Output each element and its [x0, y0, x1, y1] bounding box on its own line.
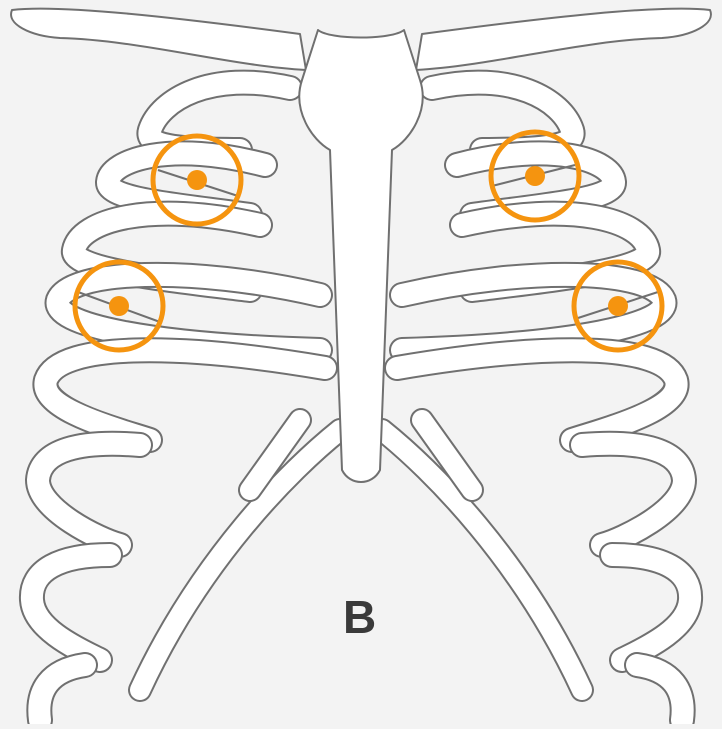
sternum [299, 30, 422, 482]
left-clavicle [11, 9, 306, 70]
panel-label: B [343, 594, 376, 640]
right-clavicle [416, 9, 711, 70]
